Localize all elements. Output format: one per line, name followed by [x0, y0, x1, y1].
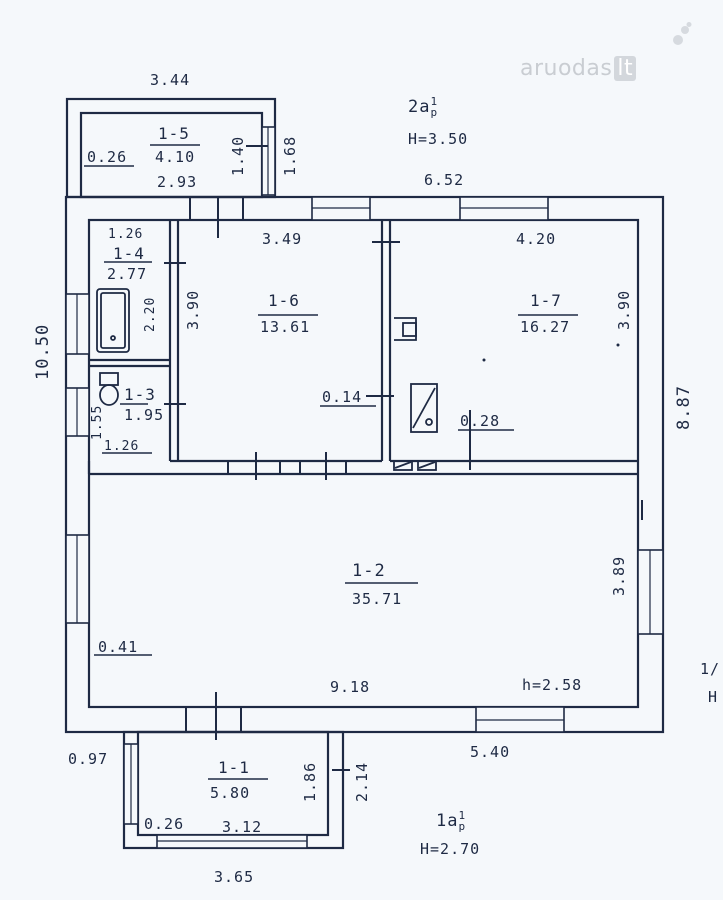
dim-porch-width: 3.65 — [214, 868, 255, 886]
dim-wc-h: 1.55 — [90, 404, 105, 440]
dim-annex-inner: 2.93 — [157, 173, 198, 191]
side-fragment-1: 1/ — [700, 660, 721, 678]
dim-r12-height: 3.89 — [610, 555, 628, 596]
dim-right-height: 8.87 — [674, 385, 694, 430]
dim-porch-inner: 3.12 — [222, 818, 263, 836]
room-1-2-area: 35.71 — [352, 590, 403, 608]
toilet-icon — [99, 372, 119, 386]
dim-annex-width: 3.44 — [150, 71, 191, 89]
dim-r12-ceiling: h=2.58 — [522, 676, 583, 694]
bathtub-icon — [96, 288, 130, 353]
main-floor-height: H=2.70 — [420, 840, 481, 858]
room-1-3-id: 1-3 — [124, 385, 156, 404]
room-1-5-area: 4.10 — [155, 148, 196, 166]
dim-wall-028: 0.28 — [460, 412, 501, 430]
stove-icon — [410, 383, 438, 433]
dim-r12-width: 9.18 — [330, 678, 371, 696]
dim-house-width: 6.52 — [424, 171, 465, 189]
dim-wc-top: 1.26 — [108, 227, 144, 242]
room-1-1-area: 5.80 — [210, 784, 251, 802]
dim-annex-h2: 1.68 — [281, 135, 299, 176]
dim-porch-h1: 1.86 — [301, 761, 319, 802]
dim-bath-h: 2.20 — [143, 296, 158, 332]
dim-r16-height: 3.90 — [184, 289, 202, 330]
room-1-2-id: 1-2 — [352, 561, 386, 581]
room-1-6-id: 1-6 — [268, 291, 300, 310]
dim-porch-offset: 0.97 — [68, 750, 109, 768]
room-1-4-area: 2.77 — [107, 265, 148, 283]
room-1-7-area: 16.27 — [520, 318, 571, 336]
dim-porch-wall: 0.26 — [144, 815, 185, 833]
watermark-tld: lt — [614, 56, 637, 81]
room-1-4-id: 1-4 — [113, 244, 145, 263]
dim-annex-wall: 0.26 — [87, 148, 128, 166]
dim-annex-h1: 1.40 — [229, 135, 247, 176]
room-1-5-id: 1-5 — [158, 124, 190, 143]
dim-r12-wall: 0.41 — [98, 638, 139, 656]
dim-wc-bottom: 1.26 — [104, 439, 140, 454]
dim-r17-width: 4.20 — [516, 230, 557, 248]
watermark-dots-icon — [673, 22, 692, 45]
dim-wall-014: 0.14 — [322, 388, 363, 406]
radiator-icon — [393, 460, 413, 471]
room-1-1-id: 1-1 — [218, 758, 250, 777]
house-outer-wall — [64, 195, 665, 734]
annex-height: H=3.50 — [408, 130, 469, 148]
dim-porch-h2: 2.14 — [353, 761, 371, 802]
room-1-3-area: 1.95 — [124, 406, 165, 424]
watermark-brand: aruodas — [520, 56, 613, 81]
dim-house-height: 10.50 — [33, 323, 53, 380]
side-fragment-2: H — [708, 688, 719, 706]
dim-right-bottom: 5.40 — [470, 743, 511, 761]
dim-r17-height: 3.90 — [615, 289, 633, 330]
room-1-6-area: 13.61 — [260, 318, 311, 336]
dim-r16-width: 3.49 — [262, 230, 303, 248]
room-1-7-id: 1-7 — [530, 291, 562, 310]
